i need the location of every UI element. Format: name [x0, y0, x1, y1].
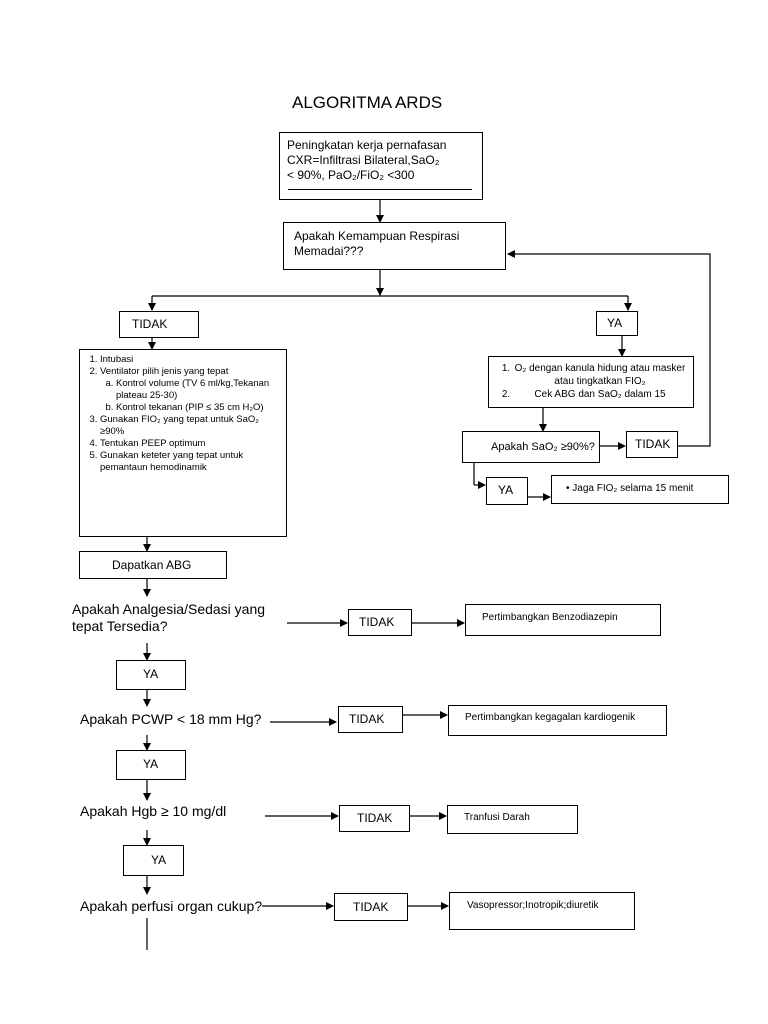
- analgesia-ya-box: YA: [116, 660, 186, 690]
- start-line-1: Peningkatan kerja pernafasan: [287, 138, 447, 152]
- abg-label: Dapatkan ABG: [112, 558, 192, 572]
- pcwp-tidak-box: TIDAK: [338, 706, 403, 733]
- hgb-tidak-label: TIDAK: [357, 811, 393, 825]
- hgb-action-box: Tranfusi Darah: [447, 805, 578, 834]
- analgesia-question: Apakah Analgesia/Sedasi yang tepat Terse…: [72, 601, 265, 635]
- loop-back-to-respirasi: [507, 250, 711, 447]
- hgb-question: Apakah Hgb ≥ 10 mg/dl: [80, 803, 227, 819]
- perfusi-question: Apakah perfusi organ cukup?: [80, 898, 263, 914]
- tidak-main-label: TIDAK: [132, 317, 168, 331]
- intervensi-item-1: Intubasi: [100, 354, 278, 366]
- intervensi-box: Intubasi Ventilator pilih jenis yang tep…: [79, 349, 287, 537]
- pcwp-tidak-label: TIDAK: [349, 712, 385, 726]
- respirasi-line-2: Memadai???: [294, 244, 364, 258]
- sao2-ya-label: YA: [498, 483, 514, 497]
- hgb-action-label: Tranfusi Darah: [464, 812, 530, 823]
- intervensi-list: Intubasi Ventilator pilih jenis yang tep…: [82, 354, 278, 474]
- start-box: Peningkatan kerja pernafasan CXR=Infiltr…: [279, 132, 483, 200]
- hgb-ya-box: YA: [123, 845, 184, 876]
- respirasi-line-1: Apakah Kemampuan Respirasi: [294, 229, 460, 243]
- perfusi-tidak-box: TIDAK: [334, 893, 408, 921]
- pcwp-action-label: Pertimbangkan kegagalan kardiogenik: [465, 712, 636, 723]
- analgesia-action-box: Pertimbangkan Benzodiazepin: [465, 604, 661, 636]
- perfusi-action-box: Vasopressor;Inotropik;diuretik: [449, 892, 635, 930]
- start-line-3: < 90%, PaO₂/FiO₂ <300: [287, 168, 415, 182]
- intervensi-item-3: Gunakan FIO₂ yang tepat untuk SaO₂ ≥90%: [100, 414, 278, 438]
- jaga-box: • Jaga FIO₂ selama 15 menit: [551, 475, 729, 504]
- analgesia-line-2: tepat Tersedia?: [72, 618, 168, 634]
- sao2-question-box: Apakah SaO₂ ≥90%?: [462, 431, 600, 463]
- tidak-main-box: TIDAK: [119, 311, 199, 338]
- ya-main-label: YA: [607, 316, 623, 330]
- oksigen-item-2: Cek ABG dan SaO₂ dalam 15: [513, 388, 687, 401]
- sao2-tidak-box: TIDAK: [626, 431, 678, 458]
- intervensi-item-2-text: Ventilator pilih jenis yang tepat: [100, 366, 229, 377]
- intervensi-item-4: Tentukan PEEP optimum: [100, 438, 278, 450]
- intervensi-item-5: Gunakan keteter yang tepat untuk pemanta…: [100, 450, 278, 474]
- oksigen-list: O₂ dengan kanula hidung atau masker atau…: [489, 362, 687, 401]
- page-title: ALGORITMA ARDS: [292, 93, 443, 112]
- analgesia-tidak-label: TIDAK: [359, 615, 395, 629]
- hgb-ya-label: YA: [151, 853, 167, 867]
- pcwp-question: Apakah PCWP < 18 mm Hg?: [80, 711, 262, 727]
- perfusi-tidak-label: TIDAK: [353, 900, 389, 914]
- oksigen-box: O₂ dengan kanula hidung atau masker atau…: [488, 356, 694, 408]
- intervensi-item-2b: Kontrol tekanan (PIP ≤ 35 cm H₂O): [116, 402, 278, 414]
- intervensi-item-2a: Kontrol volume (TV 6 ml/kg,Tekanan plate…: [116, 378, 278, 402]
- hgb-tidak-box: TIDAK: [339, 805, 410, 832]
- sao2-question-label: Apakah SaO₂ ≥90%?: [491, 441, 595, 453]
- pcwp-ya-label: YA: [143, 757, 159, 771]
- jaga-label: Jaga FIO₂ selama 15 menit: [572, 483, 694, 494]
- jaga-bullet-icon: •: [566, 483, 573, 494]
- intervensi-item-2: Ventilator pilih jenis yang tepat Kontro…: [100, 366, 278, 414]
- analgesia-action-label: Pertimbangkan Benzodiazepin: [482, 612, 618, 623]
- oksigen-item-1: O₂ dengan kanula hidung atau masker atau…: [513, 362, 687, 388]
- start-underline: [288, 189, 472, 190]
- respirasi-question-box: Apakah Kemampuan Respirasi Memadai???: [283, 222, 506, 270]
- analgesia-line-1: Apakah Analgesia/Sedasi yang: [72, 601, 266, 617]
- pcwp-action-box: Pertimbangkan kegagalan kardiogenik: [448, 705, 667, 736]
- start-line-2: CXR=Infiltrasi Bilateral,SaO₂: [287, 153, 440, 167]
- perfusi-action-label: Vasopressor;Inotropik;diuretik: [467, 900, 599, 911]
- analgesia-tidak-box: TIDAK: [348, 609, 412, 636]
- abg-box: Dapatkan ABG: [79, 551, 227, 579]
- ya-main-box: YA: [596, 311, 638, 336]
- sao2-tidak-label: TIDAK: [635, 437, 671, 451]
- analgesia-ya-label: YA: [143, 667, 159, 681]
- sao2-ya-box: YA: [486, 477, 528, 505]
- pcwp-ya-box: YA: [116, 750, 186, 780]
